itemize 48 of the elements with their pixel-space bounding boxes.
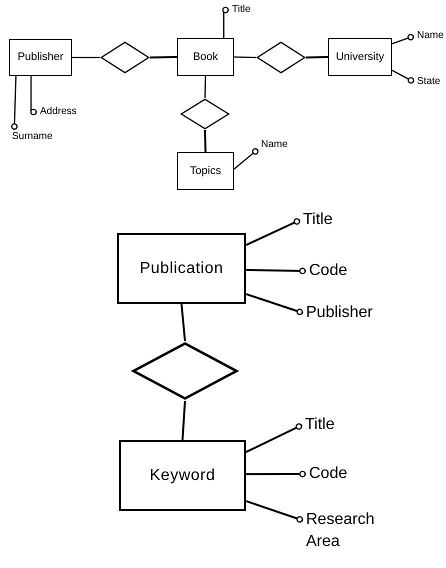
relationship-line bbox=[204, 76, 206, 98]
attribute-line bbox=[246, 500, 304, 523]
attribute-line bbox=[30, 76, 37, 116]
attribute-line bbox=[392, 70, 414, 84]
attribute-line bbox=[234, 148, 259, 170]
entity-box bbox=[117, 233, 246, 304]
relationship-diamond bbox=[256, 41, 306, 74]
relationship-line bbox=[234, 56, 256, 58]
attribute-line bbox=[246, 293, 304, 316]
attribute-label: Publisher bbox=[305, 303, 374, 323]
attribute-label: Research Area bbox=[305, 510, 376, 552]
relationship-line bbox=[72, 56, 100, 58]
entity-name: University bbox=[336, 50, 384, 65]
entity-name: Book bbox=[192, 50, 218, 65]
attribute-line bbox=[246, 268, 306, 274]
attribute-line bbox=[246, 218, 300, 246]
entity-box bbox=[328, 38, 392, 76]
relationship-line bbox=[204, 130, 206, 152]
attribute-label: Name bbox=[416, 29, 444, 43]
attribute-label: Title bbox=[302, 210, 334, 230]
relationship-diamond bbox=[180, 98, 230, 130]
entity-name: Keyword bbox=[150, 466, 216, 486]
relationship-diamond bbox=[100, 41, 150, 74]
entity-box bbox=[9, 39, 72, 76]
attribute-label: Title bbox=[231, 3, 252, 17]
relationship-line bbox=[306, 56, 328, 58]
attribute-label: Title bbox=[304, 415, 336, 435]
relationship-line bbox=[182, 400, 186, 440]
attribute-line bbox=[392, 34, 414, 44]
entity-name: Publication bbox=[140, 258, 224, 278]
attribute-label: Address bbox=[39, 105, 78, 119]
attribute-line bbox=[222, 6, 229, 38]
entity-box bbox=[177, 38, 234, 76]
attribute-label: Code bbox=[308, 464, 348, 484]
entity-name: Publisher bbox=[18, 50, 64, 66]
attribute-line bbox=[11, 76, 18, 130]
attribute-label: Code bbox=[308, 261, 348, 281]
attribute-label: Name bbox=[260, 138, 289, 152]
relationship-line bbox=[180, 304, 186, 342]
entity-box bbox=[119, 440, 246, 511]
attribute-label: Surname bbox=[11, 130, 54, 144]
entity-box bbox=[177, 152, 234, 190]
entity-name: Topics bbox=[190, 164, 222, 179]
attribute-label: State bbox=[416, 75, 442, 89]
relationship-line bbox=[150, 56, 178, 58]
attribute-line bbox=[246, 423, 302, 453]
relationship-diamond bbox=[131, 341, 239, 401]
attribute-line bbox=[246, 470, 306, 478]
